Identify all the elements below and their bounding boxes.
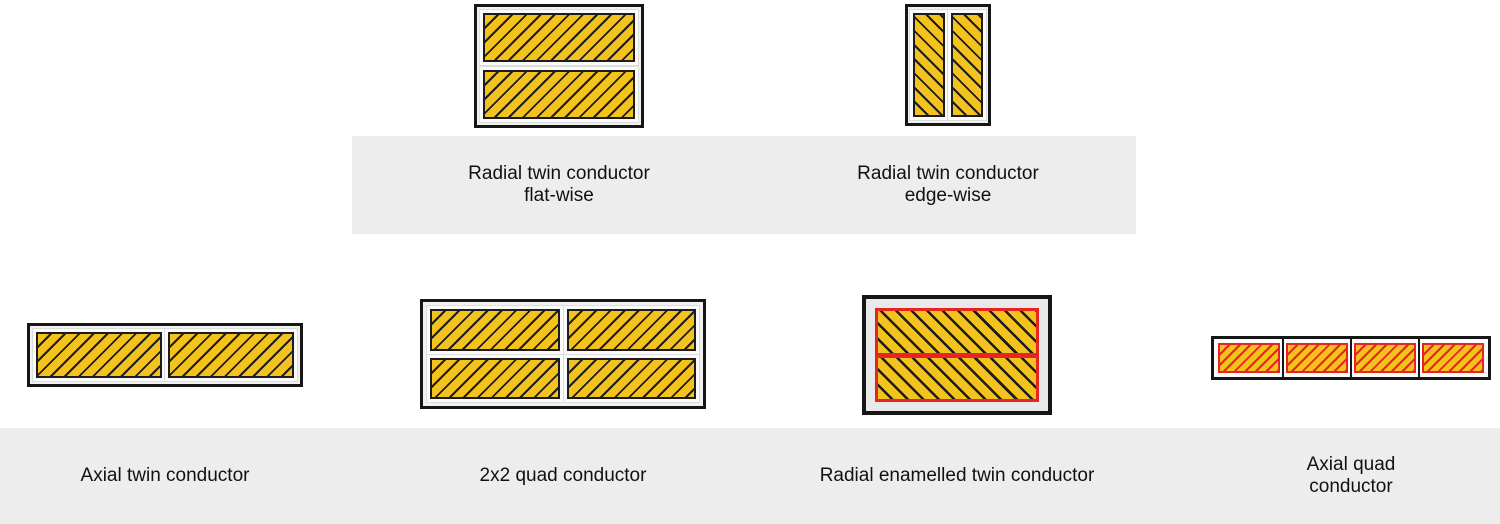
conductor-cell	[168, 332, 294, 378]
conductor-cell	[36, 332, 162, 378]
conductor-cell	[1218, 343, 1280, 373]
conductor-cells	[36, 332, 294, 378]
cell-divider	[1350, 339, 1352, 377]
caption-axial-twin: Axial twin conductor	[80, 465, 250, 486]
conductor-radial-enamelled-twin	[862, 295, 1052, 415]
caption-band-bottom	[0, 428, 1500, 524]
conductor-cell	[913, 13, 945, 117]
conductor-cell	[566, 357, 696, 399]
conductor-axial-twin	[27, 323, 303, 387]
enamel-divider	[878, 352, 1036, 358]
conductor-cell	[430, 357, 560, 399]
conductor-cells	[430, 309, 696, 399]
conductor-radial-twin-flat-wise	[474, 4, 644, 128]
conductor-2x2-quad	[420, 299, 706, 409]
caption-2x2-quad: 2x2 quad conductor	[479, 465, 647, 486]
caption-axial-quad: Axial quad conductor	[1306, 454, 1396, 497]
conductor-cell	[483, 13, 635, 62]
conductor-cell	[1354, 343, 1416, 373]
enamel-outline	[875, 308, 1039, 402]
conductor-cell	[430, 309, 560, 351]
cell-divider	[1282, 339, 1284, 377]
conductor-cell	[878, 357, 1036, 399]
conductor-cell	[951, 13, 983, 117]
conductor-cells	[913, 13, 983, 117]
conductor-axial-quad	[1211, 336, 1491, 380]
conductor-cell	[483, 70, 635, 119]
conductor-cell	[1286, 343, 1348, 373]
caption-radial-twin-edge-wise: Radial twin conductor edge-wise	[857, 163, 1039, 206]
conductor-cell	[1422, 343, 1484, 373]
conductor-cell	[566, 309, 696, 351]
conductor-cells	[483, 13, 635, 119]
conductor-cell	[878, 311, 1036, 353]
conductor-radial-twin-edge-wise	[905, 4, 991, 126]
caption-radial-enamelled-twin: Radial enamelled twin conductor	[819, 465, 1095, 486]
conductor-cells	[1218, 339, 1484, 377]
caption-radial-twin-flat-wise: Radial twin conductor flat-wise	[468, 163, 650, 206]
cell-divider	[1418, 339, 1420, 377]
caption-band-top	[352, 136, 1136, 234]
